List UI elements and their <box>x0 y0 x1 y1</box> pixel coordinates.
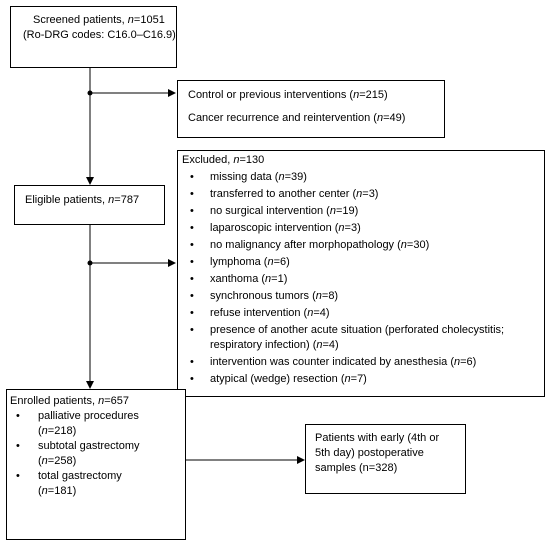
excluded-item: •intervention was counter indicated by a… <box>190 356 477 368</box>
control-line: Control or previous interventions (n=215… <box>188 89 388 101</box>
excluded-item: •no malignancy after morphopathology (n=… <box>190 239 430 251</box>
bullet-icon: • <box>190 256 194 268</box>
bullet-icon: • <box>190 188 194 200</box>
enrolled-title: Enrolled patients, n=657 <box>10 395 129 407</box>
enrolled-item: •palliative procedures(n=218) <box>16 410 139 437</box>
enrolled-patients-box: Enrolled patients, n=657 •palliative pro… <box>6 389 186 540</box>
excluded-item: •laparoscopic intervention (n=3) <box>190 222 361 234</box>
bullet-icon: • <box>16 440 20 452</box>
control-interventions-box: Control or previous interventions (n=215… <box>177 80 445 138</box>
excluded-item: •synchronous tumors (n=8) <box>190 290 339 302</box>
bullet-icon: • <box>16 470 20 482</box>
excluded-title: Excluded, n=130 <box>182 154 265 166</box>
recurrence-line: Cancer recurrence and reintervention (n=… <box>188 112 406 124</box>
bullet-icon: • <box>190 307 194 319</box>
excluded-item: •presence of another acute situation (pe… <box>190 324 505 351</box>
bullet-icon: • <box>190 290 194 302</box>
excluded-item: •refuse intervention (n=4) <box>190 307 330 319</box>
excluded-list: •missing data (n=39) •transferred to anot… <box>184 170 544 387</box>
bullet-icon: • <box>16 410 20 422</box>
excluded-box: Excluded, n=130 •missing data (n=39) •tra… <box>177 150 545 397</box>
excluded-item: •xanthoma (n=1) <box>190 273 288 285</box>
excluded-item: •lymphoma (n=6) <box>190 256 290 268</box>
postop-samples-box: Patients with early (4th or 5th day) pos… <box>305 424 466 494</box>
postop-line-2: 5th day) postoperative <box>315 447 424 459</box>
enrolled-item: •total gastrectomy(n=181) <box>16 470 122 497</box>
bullet-icon: • <box>190 356 194 368</box>
screened-codes: (Ro-DRG codes: C16.0–C16.9) <box>23 29 176 41</box>
bullet-icon: • <box>190 222 194 234</box>
bullet-icon: • <box>190 273 194 285</box>
bullet-icon: • <box>190 239 194 251</box>
screened-patients-box: Screened patients, n=1051 (Ro-DRG codes:… <box>10 6 177 68</box>
excluded-item: •missing data (n=39) <box>190 171 307 183</box>
bullet-icon: • <box>190 205 194 217</box>
excluded-item: •transferred to another center (n=3) <box>190 188 379 200</box>
eligible-label: Eligible patients, n=787 <box>25 194 140 206</box>
screened-label: Screened patients, n=1051 <box>33 14 165 26</box>
bullet-icon: • <box>190 171 194 183</box>
eligible-patients-box: Eligible patients, n=787 <box>14 185 165 225</box>
postop-line-1: Patients with early (4th or <box>315 432 440 444</box>
bullet-icon: • <box>190 373 194 385</box>
enrolled-list: •palliative procedures(n=218) •subtotal g… <box>10 409 185 499</box>
bullet-icon: • <box>190 324 194 336</box>
excluded-item: •atypical (wedge) resection (n=7) <box>190 373 367 385</box>
postop-line-3: samples (n=328) <box>315 462 398 474</box>
enrolled-item: •subtotal gastrectomy(n=258) <box>16 440 140 467</box>
excluded-item: •no surgical intervention (n=19) <box>190 205 359 217</box>
